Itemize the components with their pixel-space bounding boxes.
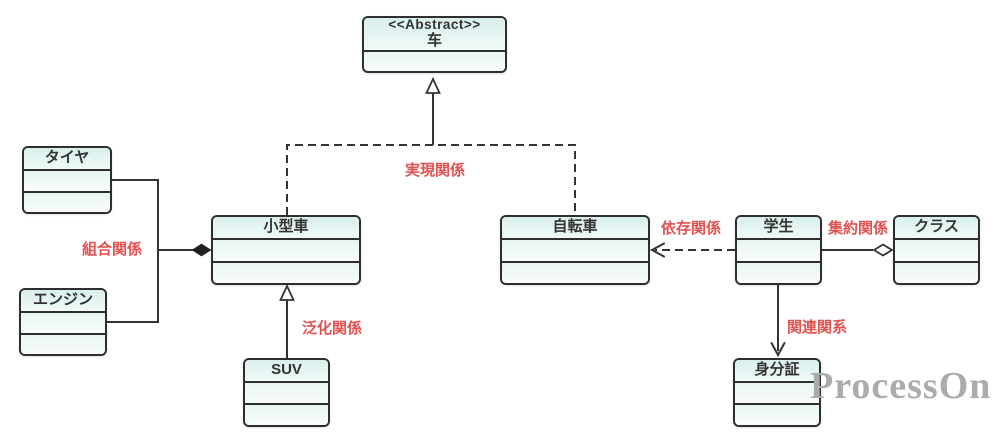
realization-line-dashed[interactable] (286, 144, 576, 215)
empty-compartment (21, 332, 105, 354)
edge-dependency[interactable] (649, 242, 735, 258)
empty-compartment (735, 383, 819, 403)
edge-label-association[interactable]: 関連関系 (786, 319, 848, 336)
edge-label-realization[interactable]: 実現関係 (404, 162, 466, 179)
class-box-car-title: <<Abstract>> 车 (364, 18, 505, 52)
empty-compartment (502, 260, 648, 283)
class-name: エンジン (21, 290, 105, 313)
class-box-suv[interactable]: SUV (243, 358, 330, 427)
class-box-small-car[interactable]: 小型車 (211, 215, 361, 285)
edge-label-dependency[interactable]: 依存関係 (660, 220, 722, 237)
empty-compartment (245, 403, 328, 425)
empty-compartment (245, 383, 328, 403)
empty-compartment (737, 260, 820, 283)
class-name: クラス (895, 217, 978, 240)
class-name: 小型車 (213, 217, 359, 240)
processon-watermark: ProcessOn (810, 365, 992, 407)
class-name: 学生 (737, 217, 820, 240)
empty-compartment (364, 52, 505, 71)
class-name: タイヤ (24, 148, 110, 171)
class-name: 自転車 (502, 217, 648, 240)
edge-label-aggregation[interactable]: 集約関係 (827, 220, 889, 237)
hollow-triangle-icon[interactable] (425, 76, 441, 94)
edge-composition[interactable] (107, 179, 212, 323)
class-box-bicycle[interactable]: 自転車 (500, 215, 650, 285)
empty-compartment (895, 260, 978, 283)
class-name: 车 (426, 32, 442, 50)
class-box-car[interactable]: <<Abstract>> 车 (362, 16, 507, 73)
edge-association[interactable] (770, 285, 786, 358)
filled-diamond-icon[interactable] (191, 243, 212, 257)
empty-compartment (213, 240, 359, 261)
empty-compartment (21, 313, 105, 333)
empty-compartment (213, 260, 359, 283)
edge-realization[interactable] (286, 76, 576, 215)
class-box-class[interactable]: クラス (893, 215, 980, 285)
edge-label-generalization[interactable]: 泛化関係 (301, 320, 363, 337)
class-box-engine[interactable]: エンジン (19, 288, 107, 356)
empty-compartment (737, 240, 820, 261)
class-name: SUV (245, 360, 328, 383)
edge-label-composition[interactable]: 組合関係 (81, 241, 143, 258)
stereotype-label: <<Abstract>> (388, 17, 481, 33)
open-arrow-icon[interactable] (649, 242, 665, 258)
edge-aggregation[interactable] (822, 243, 894, 257)
open-arrow-icon[interactable] (770, 342, 786, 358)
empty-compartment (735, 403, 819, 425)
edge-generalization[interactable] (279, 283, 295, 358)
empty-compartment (24, 171, 110, 191)
class-box-id-card[interactable]: 身分証 (733, 358, 821, 427)
class-box-student[interactable]: 学生 (735, 215, 822, 285)
class-name: 身分証 (735, 360, 819, 383)
hollow-diamond-icon[interactable] (872, 243, 894, 257)
empty-compartment (24, 190, 110, 212)
hollow-triangle-icon[interactable] (279, 283, 295, 301)
empty-compartment (502, 240, 648, 261)
empty-compartment (895, 240, 978, 261)
class-box-tire[interactable]: タイヤ (22, 146, 112, 214)
